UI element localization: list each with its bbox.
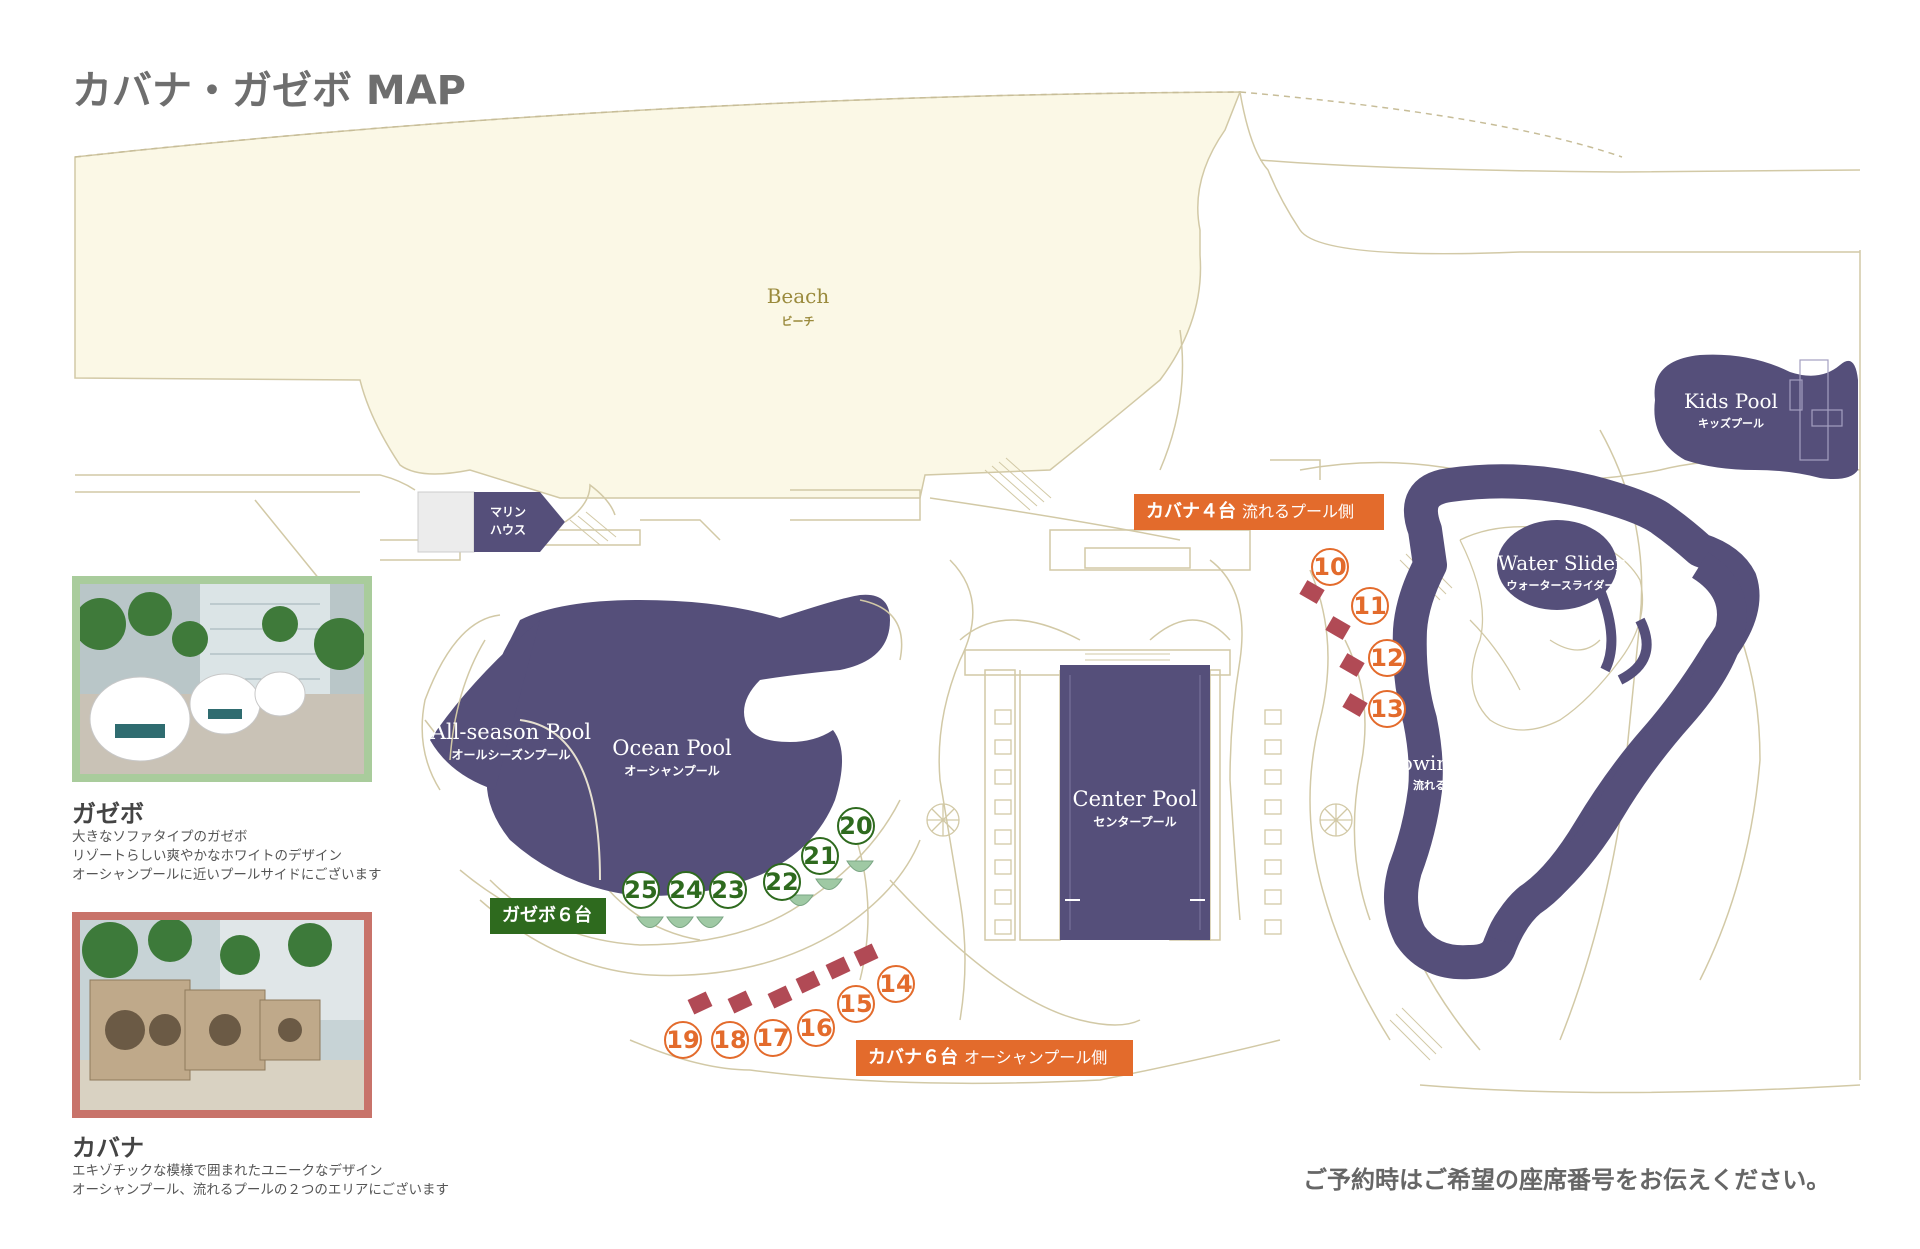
seat-number: 11	[1353, 592, 1386, 620]
seat-number-circle	[622, 871, 660, 909]
seat-number-circle	[837, 985, 875, 1023]
cabana-photo	[72, 912, 372, 1118]
center-pool-label-en: Center Pool	[1073, 787, 1198, 811]
kids-pool-label-en: Kids Pool	[1684, 389, 1778, 413]
seat-number-circle	[667, 871, 705, 909]
kids-pool	[1654, 354, 1858, 479]
seat-number: 23	[711, 876, 744, 904]
water-slider	[1497, 520, 1617, 610]
cabana-seat	[727, 990, 753, 1014]
cabana-ocean-tag: カバナ６台オーシャンプール側	[856, 1040, 1133, 1076]
reservation-note: ご予約時はご希望の座席番号をお伝えください。	[1303, 1166, 1831, 1194]
cabana-title: カバナ	[72, 1134, 144, 1162]
cabana-seat	[687, 991, 713, 1015]
seat-number: 20	[839, 812, 872, 840]
ocean-pool-label-jp: オーシャンプール	[624, 763, 719, 778]
seat-number: 10	[1313, 553, 1346, 581]
cabana-seat	[795, 970, 821, 994]
marine-house	[474, 492, 565, 552]
gazebo-desc-line: リゾートらしい爽やかなホワイトのデザイン	[72, 848, 342, 864]
gazebo-tag-main: ガゼボ６台	[502, 905, 592, 926]
water-slider-label-en: Water Slider	[1497, 551, 1625, 575]
seat-number-circle	[711, 1021, 749, 1059]
cabana-seat	[825, 956, 851, 980]
seat-number: 19	[666, 1026, 699, 1054]
seat-number-circle	[1368, 690, 1406, 728]
seat-number-circle	[763, 863, 801, 901]
seat-number: 12	[1370, 644, 1403, 672]
beach-label-en: Beach	[767, 284, 830, 308]
seat-number-circle	[664, 1021, 702, 1059]
all-season-pool-label-en: All-season Pool	[430, 720, 592, 744]
seat-number-circle	[1311, 548, 1349, 586]
gazebo-photo	[72, 576, 372, 782]
seat-number: 18	[713, 1026, 746, 1054]
seat-number-circle	[797, 1009, 835, 1047]
seat-number: 22	[765, 868, 798, 896]
seat-number-circle	[801, 837, 839, 875]
seat-number: 13	[1370, 695, 1403, 723]
seat-number-circle	[877, 965, 915, 1003]
cabana-desc-line: エキゾチックな模様で囲まれたユニークなデザイン	[72, 1163, 383, 1179]
cabana-ocean-tag-sub: オーシャンプール側	[964, 1048, 1108, 1067]
seat-number-circle	[754, 1019, 792, 1057]
seat-number: 14	[879, 970, 912, 998]
cabana-flowing-tag-main: カバナ４台	[1146, 501, 1236, 522]
seat-number: 16	[799, 1014, 832, 1042]
cabana-desc-line: オーシャンプール、流れるプールの２つのエリアにございます	[72, 1182, 450, 1198]
seat-number: 24	[669, 876, 702, 904]
cabana-seat	[1339, 653, 1365, 677]
seat-number-circle	[1351, 587, 1389, 625]
gazebo-desc-line: 大きなソファタイプのガゼボ	[72, 829, 248, 845]
cabana-seat	[1342, 693, 1368, 717]
gazebo-desc-line: オーシャンプールに近いプールサイドにございます	[72, 867, 382, 883]
seat-number-circle	[1368, 639, 1406, 677]
center-pool	[1060, 665, 1210, 940]
gazebo-description: 大きなソファタイプのガゼボ リゾートらしい爽やかなホワイトのデザイン オーシャン…	[72, 828, 382, 885]
ocean-pool	[486, 594, 890, 896]
beach-area	[74, 91, 1242, 499]
page-title: カバナ・ガゼボ MAP	[72, 68, 467, 114]
seat-number-circle	[837, 807, 875, 845]
gazebo-seat	[846, 860, 874, 872]
gazebo-seat	[666, 916, 694, 928]
ocean-pool-label-en: Ocean Pool	[612, 736, 732, 760]
marine-house-label-2: ハウス	[490, 523, 526, 537]
cabana-flowing-tag-sub: 流れるプール側	[1242, 502, 1355, 521]
cabana-seat	[853, 943, 879, 967]
all-season-pool-label-jp: オールシーズンプール	[451, 747, 570, 762]
seat-number: 17	[756, 1024, 789, 1052]
gazebo-seat	[636, 916, 664, 928]
cabana-flowing-tag: カバナ４台流れるプール側	[1134, 494, 1384, 530]
gazebo-seat	[815, 878, 843, 890]
gazebo-seat	[696, 916, 724, 928]
seat-number: 25	[624, 876, 657, 904]
cabana-seat	[1325, 616, 1351, 640]
cabana-seat	[767, 985, 793, 1009]
marine-house-label-1: マリン	[490, 505, 526, 519]
flowing-pool-label-en: Flowing Pool	[1381, 751, 1512, 775]
kids-pool-label-jp: キッズプール	[1698, 416, 1764, 430]
cabana-description: エキゾチックな模様で囲まれたユニークなデザイン オーシャンプール、流れるプールの…	[72, 1162, 449, 1200]
seat-number-circle	[709, 871, 747, 909]
flowing-pool-label-jp: 流れるプール	[1413, 778, 1479, 792]
water-slider-label-jp: ウォータースライダー	[1506, 578, 1615, 592]
cabana-ocean-tag-main: カバナ６台	[868, 1047, 958, 1068]
cabana-seat	[1299, 580, 1325, 604]
seat-number: 21	[803, 842, 836, 870]
gazebo-tag: ガゼボ６台	[490, 898, 606, 934]
marine-house-annex	[417, 491, 475, 553]
gazebo-title: ガゼボ	[72, 800, 144, 828]
seat-number: 15	[839, 990, 872, 1018]
beach-label-jp: ビーチ	[782, 314, 815, 328]
center-pool-label-jp: センタープール	[1093, 814, 1176, 829]
